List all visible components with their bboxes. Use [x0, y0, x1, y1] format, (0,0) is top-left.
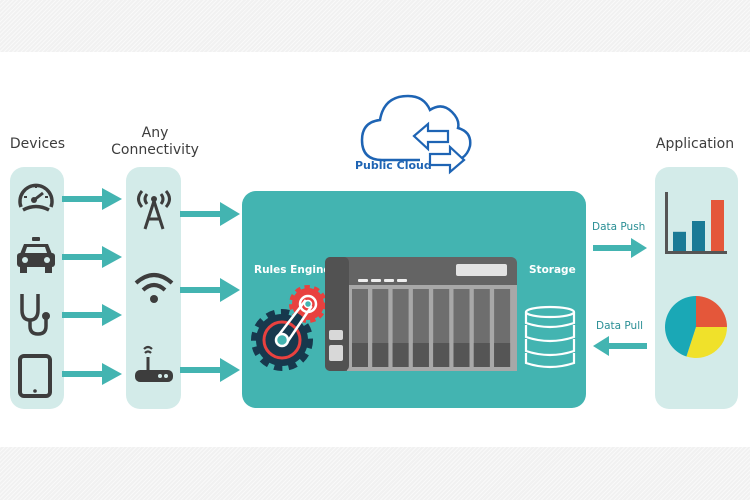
connectivity-title-line1: Any — [141, 125, 169, 141]
drive-bay — [352, 289, 368, 367]
bar-chart-x-axis — [665, 251, 727, 254]
drive-bay — [372, 289, 389, 367]
database-icon — [524, 305, 576, 369]
router-icon — [135, 345, 173, 382]
pie-slice — [696, 296, 727, 327]
data-push-label: Data Push — [592, 221, 646, 233]
drive-bay — [392, 289, 409, 367]
small-gear — [289, 285, 327, 323]
arrow-right — [62, 188, 122, 210]
stethoscope-icon — [20, 294, 50, 336]
application-panel — [655, 167, 738, 409]
pie-slice — [665, 296, 696, 357]
rules-engine-label: Rules Engine — [254, 264, 331, 276]
data-pull-arrow — [593, 336, 647, 356]
bar — [673, 231, 686, 251]
devices-title: Devices — [9, 136, 66, 152]
bar-chart-y-axis — [665, 192, 668, 254]
arrow-right — [62, 363, 122, 385]
drive-bay — [412, 289, 429, 367]
bar — [711, 200, 724, 251]
arrows-devices-to-connectivity — [62, 188, 122, 385]
pie-slice — [686, 327, 727, 358]
connectivity-title: Any Connectivity — [105, 125, 205, 159]
public-cloud-label: Public Cloud — [355, 159, 432, 172]
bar — [692, 221, 705, 251]
storage-label: Storage — [529, 264, 576, 276]
arrow-right — [180, 358, 240, 382]
application-title: Application — [655, 136, 735, 152]
gears-icon — [251, 285, 327, 371]
car-icon — [17, 237, 55, 273]
speedometer-icon — [18, 183, 54, 212]
data-pull-label: Data Pull — [596, 320, 644, 332]
wifi-icon — [134, 273, 174, 303]
arrow-right — [62, 304, 122, 326]
pie-chart-icon — [665, 296, 727, 358]
nas-device-icon — [325, 257, 517, 371]
drive-bay — [494, 289, 511, 367]
arrow-right — [180, 202, 240, 226]
bottom-band — [0, 447, 750, 500]
tablet-icon — [18, 354, 52, 398]
cell-tower-icon — [137, 190, 171, 230]
drive-bay — [433, 289, 450, 367]
connectivity-title-line2: Connectivity — [111, 142, 199, 158]
bar-chart-icon — [665, 192, 727, 254]
top-band — [0, 0, 750, 52]
data-push-arrow — [593, 238, 647, 258]
drive-bay — [473, 289, 490, 367]
arrow-right — [180, 278, 240, 302]
cloud-icon — [360, 94, 472, 175]
drive-bay — [453, 289, 470, 367]
arrow-right — [62, 246, 122, 268]
arrows-connectivity-to-hub — [180, 202, 240, 382]
